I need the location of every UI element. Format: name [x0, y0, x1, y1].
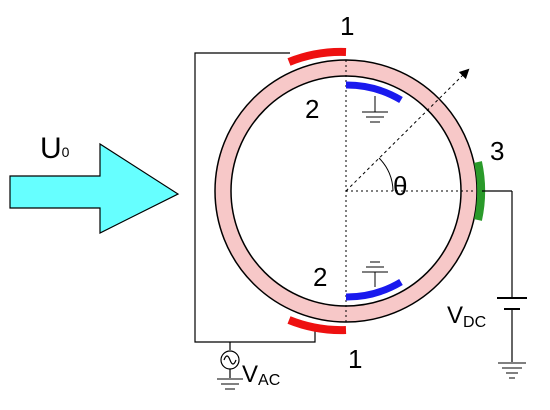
electrode-2-top — [345, 81, 403, 104]
ground-icon — [217, 378, 243, 390]
electrode-2-bottom — [345, 278, 403, 301]
electrode-1-top-label: 1 — [340, 11, 354, 41]
flow-arrow — [9, 142, 180, 234]
electrode-1-bottom — [287, 316, 347, 335]
ground-icon — [362, 96, 388, 123]
ac-voltage-label: VAC — [242, 361, 280, 389]
electrode-3-label: 3 — [490, 136, 504, 166]
flow-velocity-label: U0 — [40, 132, 70, 165]
electrode-1-bottom-label: 1 — [348, 344, 362, 374]
angle-arc — [378, 157, 394, 192]
electrode-3 — [474, 161, 486, 221]
ac-source-icon — [220, 350, 240, 370]
electrode-2-top-label: 2 — [305, 94, 319, 124]
ac-wiring — [194, 52, 316, 343]
electrode-2-bottom-label: 2 — [313, 262, 327, 292]
ground-icon — [362, 261, 388, 287]
angle-ray — [345, 68, 470, 192]
electrode-1-top — [287, 47, 347, 66]
ground-icon — [498, 362, 526, 379]
angle-label: θ — [393, 171, 407, 201]
dc-voltage-label: VDC — [447, 302, 486, 331]
dc-source — [482, 190, 527, 362]
